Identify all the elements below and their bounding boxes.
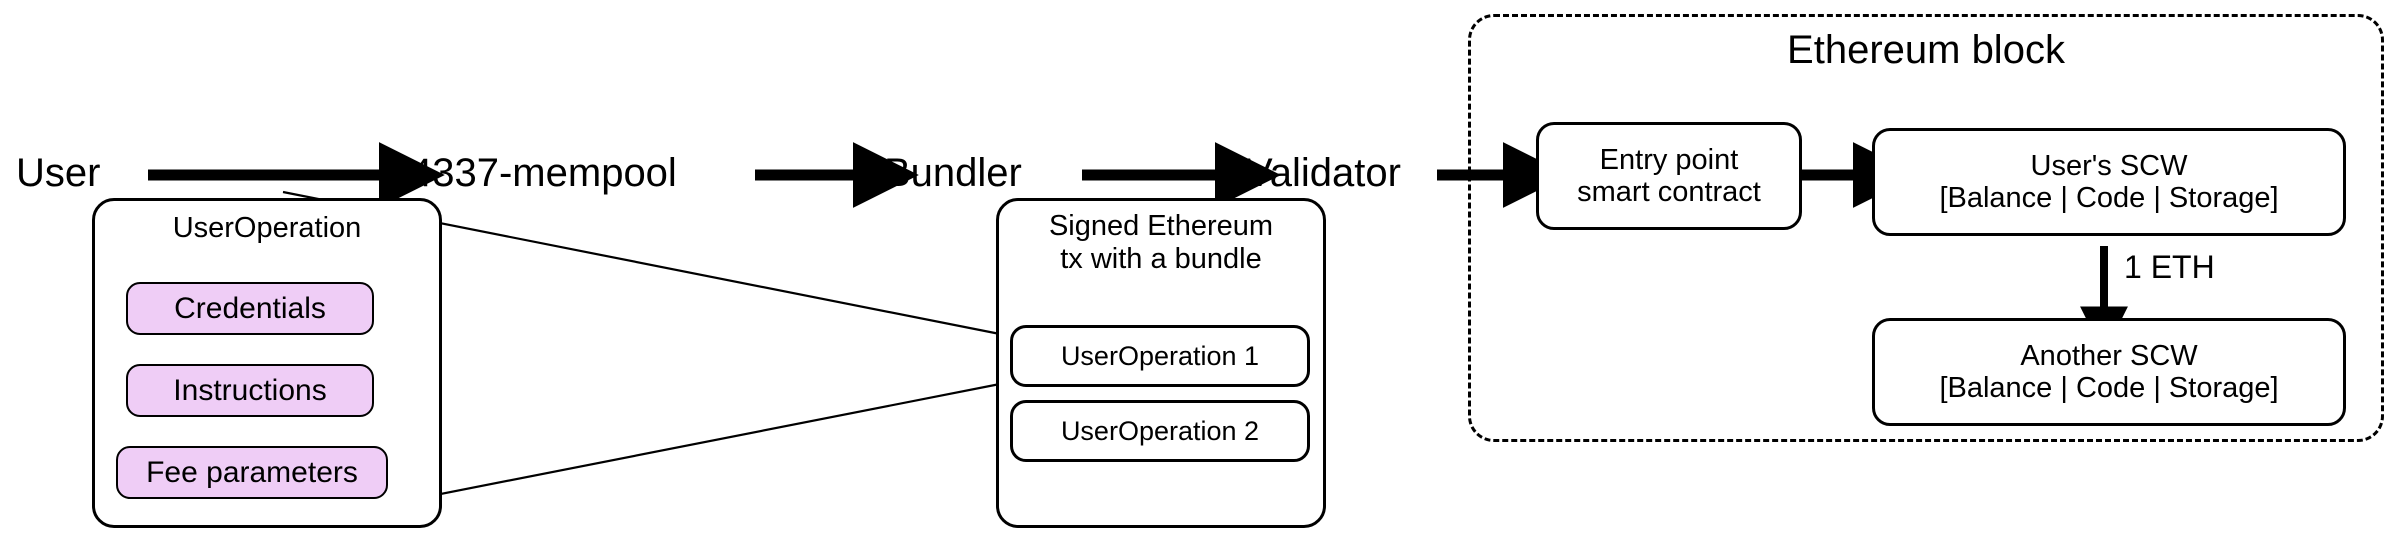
- user-scw-line1: User's SCW: [2030, 149, 2188, 182]
- another-scw-box: Another SCW [Balance | Code | Storage]: [1872, 318, 2346, 426]
- user-scw-box: User's SCW [Balance | Code | Storage]: [1872, 128, 2346, 236]
- signed-tx-bundle-title-line2: tx with a bundle: [1060, 243, 1262, 275]
- useroperation-field-fee-parameters: Fee parameters: [116, 446, 388, 499]
- user-scw-line2: [Balance | Code | Storage]: [1939, 182, 2279, 214]
- entry-point-line2: smart contract: [1577, 176, 1761, 208]
- entry-point-smart-contract-box: Entry point smart contract: [1536, 122, 1802, 230]
- ethereum-block-title: Ethereum block: [1787, 28, 2065, 72]
- entry-point-line1: Entry point: [1599, 143, 1739, 176]
- transfer-amount-label: 1 ETH: [2124, 249, 2215, 285]
- bundle-item-1-label: UserOperation 1: [1060, 340, 1260, 371]
- signed-tx-bundle-title-line1: Signed Ethereum: [1048, 210, 1274, 242]
- ethereum-block-container: [1468, 14, 2384, 442]
- useroperation-title: UserOperation: [172, 212, 362, 244]
- flow-label-bundler: Bundler: [884, 151, 1022, 195]
- useroperation-field-instructions: Instructions: [126, 364, 374, 417]
- flow-label-mempool: 4337-mempool: [410, 151, 677, 195]
- bundle-item-useroperation-2: UserOperation 2: [1010, 400, 1310, 462]
- another-scw-line1: Another SCW: [2020, 339, 2198, 372]
- bundle-item-useroperation-1: UserOperation 1: [1010, 325, 1310, 387]
- bundle-item-2-label: UserOperation 2: [1060, 415, 1260, 446]
- useroperation-field-credentials: Credentials: [126, 282, 374, 335]
- another-scw-line2: [Balance | Code | Storage]: [1939, 372, 2279, 404]
- flow-label-validator: Validator: [1246, 151, 1401, 195]
- flow-label-user: User: [16, 151, 101, 195]
